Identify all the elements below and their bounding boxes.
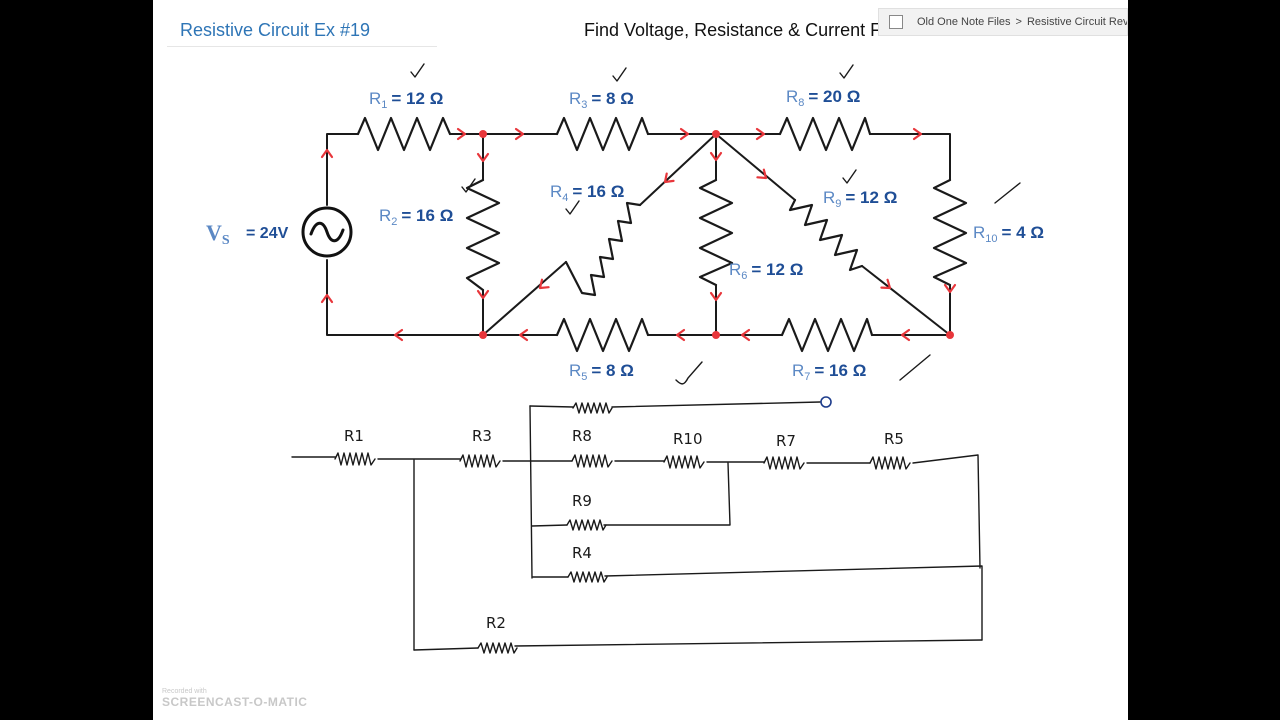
resistor-r10 [932,178,968,287]
resistor-r7 [780,317,874,353]
circuit-diagram: VS = 24V R1= 12 Ω R2= 16 Ω R3= 8 Ω R4= 1… [206,63,1044,654]
r8-label: R8= 20 Ω [786,87,860,109]
r4-label: R4= 16 Ω [550,182,624,204]
breadcrumb[interactable]: Old One Note Files > Resistive Circuit R… [878,8,1128,36]
source-label: VS [206,220,230,248]
screencast-watermark: Recorded with SCREENCAST-O-MATIC [162,688,307,709]
r6-label: R6= 12 Ω [729,260,803,282]
page-title: Resistive Circuit Ex #19 [180,20,371,40]
watermark-logo: SCREENCAST-O-MATIC [162,695,308,709]
resistor-r9 [788,198,864,272]
r3-label: R3= 8 Ω [569,89,634,111]
sketch-label-r2: R2 [486,614,506,632]
r9-label: R9= 12 Ω [823,188,897,210]
resistor-r1 [356,116,452,152]
circuit-wires [326,133,951,336]
r2-label: R2= 16 Ω [379,206,453,228]
resistor-r3 [555,116,650,152]
sketch-label-r10: R10 [673,430,703,448]
sketch-label-r7: R7 [776,432,796,450]
resistor-r5 [555,317,650,353]
resistor-r8 [778,116,872,152]
sketch-label-r4: R4 [572,544,592,562]
title-divider [167,46,437,47]
sketch-label-r1: R1 [344,427,364,445]
handdrawn-sketch [291,401,983,654]
breadcrumb-notebook[interactable]: Old One Note Files [917,16,1011,28]
r7-label: R7= 16 Ω [792,361,866,383]
ac-source-icon [301,206,353,258]
breadcrumb-section[interactable]: Resistive Circuit Revi [1026,16,1128,28]
sketch-label-r8: R8 [572,427,592,445]
page-checkbox-icon[interactable] [889,15,903,29]
source-value: = 24V [246,225,289,242]
breadcrumb-separator: > [1015,16,1022,28]
check-marks [410,63,1021,385]
resistor-r6 [698,178,734,287]
watermark-caption: Recorded with [162,688,207,695]
onenote-page: Resistive Circuit Ex #19 Find Voltage, R… [153,0,1128,720]
sketch-open-node [820,396,832,408]
current-arrows [320,127,957,342]
sketch-label-r9: R9 [572,492,592,510]
r5-label: R5= 8 Ω [569,361,634,383]
sketch-label-r5: R5 [884,430,904,448]
resistor-r2 [465,178,501,292]
sketch-label-r3: R3 [472,427,492,445]
r10-label: R10= 4 Ω [973,223,1044,245]
r1-label: R1= 12 Ω [369,89,443,111]
junction-nodes [479,130,954,339]
resistor-r4 [564,201,642,297]
